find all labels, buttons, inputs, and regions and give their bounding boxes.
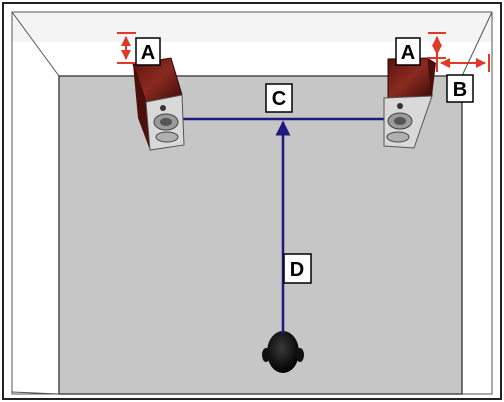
label-b: B (447, 75, 473, 102)
label-d: D (284, 254, 311, 283)
label-a-right: A (396, 38, 420, 65)
label-a-left-text: A (141, 42, 155, 64)
label-b-text: B (453, 79, 467, 101)
label-c: C (266, 84, 292, 112)
label-a-right-text: A (401, 42, 415, 64)
label-d-text: D (290, 259, 304, 281)
label-c-text: C (272, 88, 286, 110)
label-a-left: A (136, 38, 160, 65)
